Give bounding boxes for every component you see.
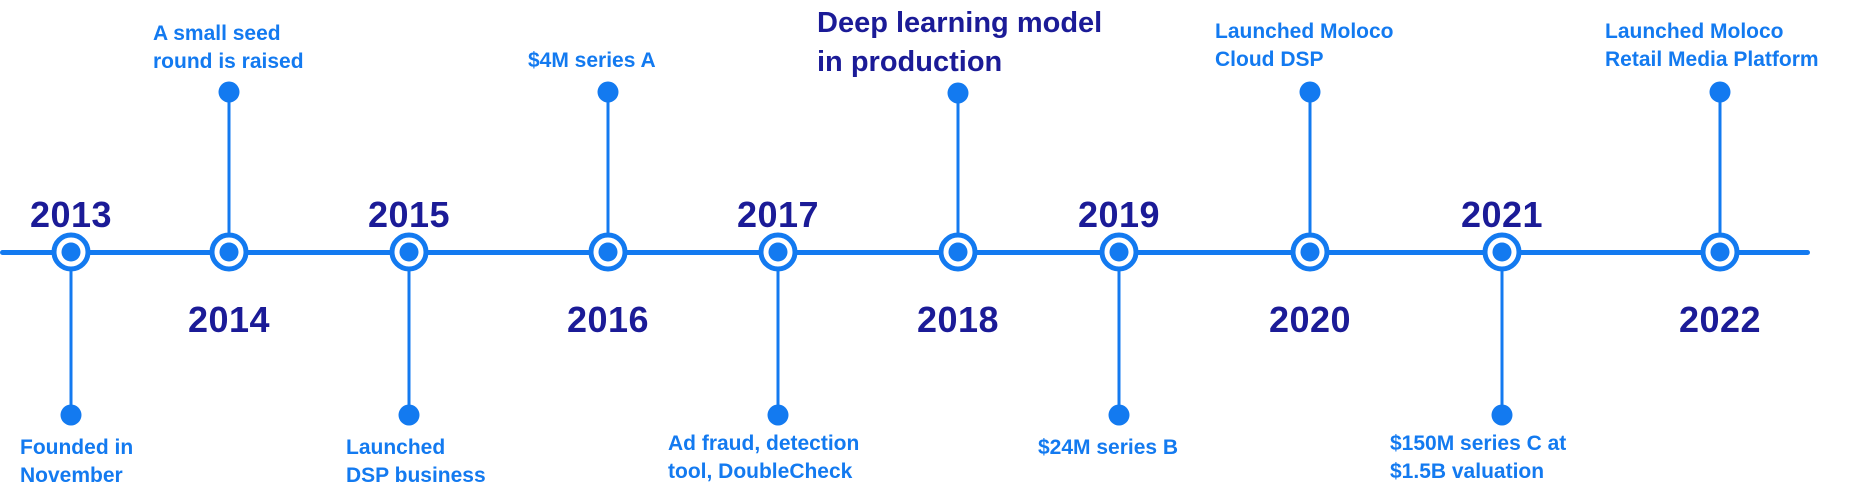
year-label-2018: 2018 [916, 299, 1000, 340]
timeline-node-inner [768, 242, 788, 262]
timeline-node-inner [1710, 242, 1730, 262]
callout-dot [597, 81, 619, 103]
callout-dot [218, 81, 240, 103]
timeline-node-inner [1109, 242, 1129, 262]
callout-stem [1500, 252, 1504, 415]
timeline-node-2019 [1099, 232, 1139, 272]
timeline-node-2014 [209, 232, 249, 272]
callout-dot [1709, 81, 1731, 103]
milestone-callout-2016: $4M series A [528, 47, 656, 75]
milestone-callout-line: Founded in [20, 436, 134, 459]
year-label-2021: 2021 [1460, 194, 1544, 235]
year-label-2019: 2019 [1077, 194, 1161, 235]
timeline-node-2022 [1700, 232, 1740, 272]
callout-stem [776, 252, 780, 415]
timeline-node-2016 [588, 232, 628, 272]
timeline-node-inner [61, 242, 81, 262]
callout-dot [947, 82, 969, 104]
year-label-2022: 2022 [1678, 299, 1762, 340]
milestone-callout-line: Ad fraud, detection [668, 432, 860, 455]
milestone-callout-line: November [20, 464, 123, 487]
callout-stem [606, 92, 610, 252]
timeline-node-inner [219, 242, 239, 262]
milestone-callout-line: Launched [346, 436, 446, 459]
milestone-callout-line: DSP business [346, 464, 486, 487]
callout-dot [1108, 404, 1130, 426]
timeline-node-inner [948, 242, 968, 262]
callout-dot [767, 404, 789, 426]
milestone-callout-line: A small seed [153, 22, 281, 45]
timeline-axis-line [0, 250, 1810, 255]
milestone-callout-line: Retail Media Platform [1605, 48, 1819, 71]
callout-stem [956, 93, 960, 252]
callout-dot [60, 404, 82, 426]
milestone-callout-2021: $150M series C at $1.5B valuation [1390, 430, 1566, 486]
milestone-callout-2019: $24M series B [1038, 434, 1178, 462]
milestone-callout-line: Deep learning model [817, 7, 1103, 39]
milestone-callout-line: Launched Moloco [1215, 20, 1394, 43]
callout-dot [1299, 81, 1321, 103]
milestone-callout-line: Cloud DSP [1215, 48, 1324, 71]
year-label-2017: 2017 [736, 194, 820, 235]
milestone-callout-line: $24M series B [1038, 436, 1179, 459]
callout-dot [1491, 404, 1513, 426]
timeline-node-inner [1492, 242, 1512, 262]
timeline-node-inner [598, 242, 618, 262]
timeline-node-2013 [51, 232, 91, 272]
callout-stem [407, 252, 411, 415]
milestone-callout-2013: Founded in November [20, 434, 133, 490]
timeline-node-inner [1300, 242, 1320, 262]
callout-dot [398, 404, 420, 426]
milestone-callout-line: $150M series C at [1390, 432, 1567, 455]
milestone-callout-line: $1.5B valuation [1390, 460, 1545, 483]
timeline-node-2018 [938, 232, 978, 272]
timeline-node-2015 [389, 232, 429, 272]
milestone-callout-line: Launched Moloco [1605, 20, 1784, 43]
year-label-2016: 2016 [566, 299, 650, 340]
timeline-node-inner [399, 242, 419, 262]
milestone-callout-line: tool, DoubleCheck [668, 460, 853, 483]
milestone-callout-2018: Deep learning model in production [817, 4, 1102, 82]
callout-stem [1117, 252, 1121, 415]
timeline-node-2021 [1482, 232, 1522, 272]
timeline-node-2017 [758, 232, 798, 272]
milestone-callout-line: $4M series A [528, 49, 656, 72]
timeline-node-2020 [1290, 232, 1330, 272]
year-label-2015: 2015 [367, 194, 451, 235]
year-label-2014: 2014 [187, 299, 271, 340]
milestone-callout-line: in production [817, 46, 1003, 78]
callout-stem [69, 252, 73, 415]
callout-stem [1308, 92, 1312, 252]
milestone-callout-line: round is raised [153, 50, 304, 73]
milestone-callout-2014: A small seed round is raised [153, 20, 304, 76]
callout-stem [1718, 92, 1722, 252]
milestone-callout-2017: Ad fraud, detection tool, DoubleCheck [668, 430, 859, 486]
year-label-2013: 2013 [29, 194, 113, 235]
year-label-2020: 2020 [1268, 299, 1352, 340]
callout-stem [227, 92, 231, 252]
